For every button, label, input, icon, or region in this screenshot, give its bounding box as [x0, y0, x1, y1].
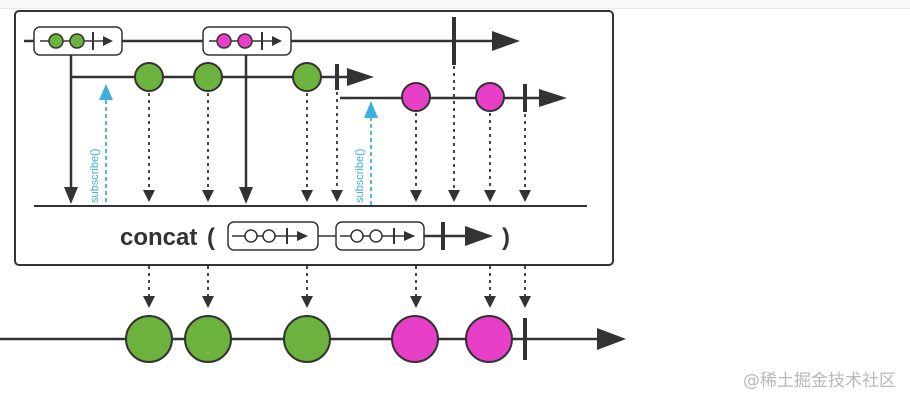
inner-2-marble-1 — [401, 82, 431, 112]
source-inner-chip-2 — [202, 26, 292, 56]
output-marble-2 — [184, 315, 232, 363]
inner-1-marble-3 — [292, 62, 322, 92]
inner-1-marble-2 — [193, 62, 223, 92]
operator-to-output-arrows — [148, 266, 526, 298]
operator-frame — [14, 10, 614, 266]
inner-2-marble-2 — [475, 82, 505, 112]
operator-open-paren: ( — [207, 224, 215, 251]
output-timeline — [0, 315, 626, 363]
inner-to-operator-arrowheads — [143, 190, 531, 202]
watermark: @稀土掘金技术社区 — [743, 371, 896, 391]
inner-to-operator-arrows — [148, 66, 526, 192]
top-border — [0, 0, 910, 9]
operator-name: concat — [120, 224, 197, 251]
subscribe-label-2: subscribe() — [354, 149, 366, 203]
operator-chip-1 — [227, 221, 319, 251]
output-marble-1 — [125, 315, 173, 363]
operator-close-paren: ) — [502, 224, 510, 251]
inner-timeline-1 — [71, 62, 374, 92]
output-marble-5 — [465, 315, 513, 363]
output-marble-4 — [391, 315, 439, 363]
subscribe-label-1: subscribe() — [89, 149, 101, 203]
inner-timeline-2 — [340, 82, 567, 112]
subscribe-indicator-2: subscribe() — [354, 101, 378, 205]
operator-to-output-arrowheads — [143, 296, 531, 308]
subscribe-indicator-1: subscribe() — [89, 84, 113, 203]
operator-arg-tail — [424, 222, 493, 250]
operator-chip-2 — [335, 221, 425, 251]
source-inner-chip-1 — [33, 26, 123, 56]
output-marble-3 — [283, 315, 331, 363]
inner-1-marble-1 — [134, 62, 164, 92]
